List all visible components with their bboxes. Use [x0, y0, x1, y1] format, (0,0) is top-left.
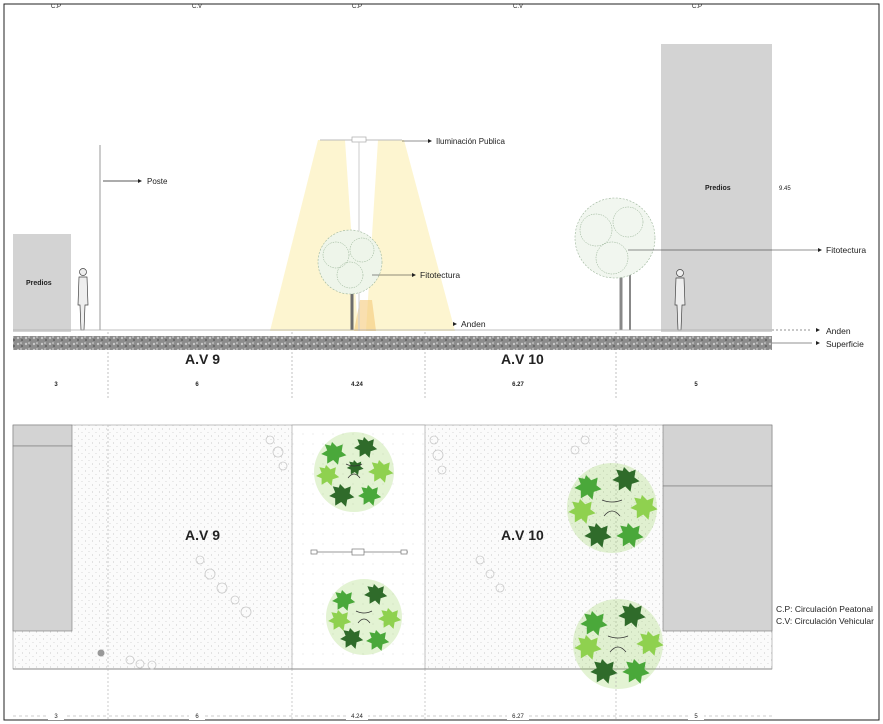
- pebble-trails: [125, 435, 590, 670]
- plan-dim-2: 6: [195, 714, 199, 720]
- building-left: [13, 234, 71, 332]
- plan-view: A.V 9 A.V 10 3 6 4.24 6.27 5: [12, 424, 773, 720]
- anden-right-label: Anden: [826, 326, 851, 336]
- superficie-label: Superficie: [826, 339, 864, 349]
- plan-tree-right-top: [567, 463, 658, 553]
- lamp-plan: [310, 548, 408, 556]
- top-tick-cp-1: C.P: [51, 4, 61, 10]
- section-dim-4: 6.27: [512, 382, 524, 388]
- right-tree-section: [574, 197, 656, 330]
- poste-label: Poste: [147, 177, 168, 186]
- plan-building-right: [662, 485, 773, 632]
- ground-surface: [13, 336, 772, 350]
- section-elevation: Predios Poste Iluminación Publica: [13, 44, 866, 398]
- top-tick-cp-3: C.P: [692, 4, 702, 10]
- plan-tree-median-bottom: [326, 579, 402, 655]
- plan-dim-1: 3: [54, 714, 58, 720]
- section-dividers: [107, 332, 617, 398]
- top-tick-labels: C.P C.V C.P C.V C.P: [51, 4, 702, 10]
- light-cone-right: [366, 140, 455, 331]
- iluminacion-label: Iluminación Publica: [436, 137, 505, 146]
- height-value: 9.45: [779, 186, 791, 192]
- plan-dim-5: 5: [694, 714, 698, 720]
- legend: C.P: Circulación Peatonal C.V: Circulaci…: [776, 604, 874, 626]
- section-dim-5: 5: [694, 382, 698, 388]
- predios-left-label: Predios: [26, 280, 52, 287]
- person-left-figure: [77, 268, 89, 331]
- plan-road-left-label: A.V 9: [185, 527, 220, 543]
- top-tick-cp-2: C.P: [352, 4, 362, 10]
- section-dim-3: 4.24: [351, 382, 363, 388]
- plan-dim-3: 4.24: [351, 714, 363, 720]
- section-dim-2: 6: [195, 382, 199, 388]
- legend-cv: C.V: Circulación Vehicular: [776, 616, 874, 626]
- plan-tree-median-top: [314, 432, 394, 512]
- center-tree-section: [317, 229, 383, 330]
- plan-building-left-top: [12, 424, 73, 447]
- person-right-figure: [674, 269, 686, 331]
- section-road-left-label: A.V 9: [185, 351, 220, 367]
- predios-right-label: Predios: [705, 185, 731, 192]
- fitotectura-center-label: Fitotectura: [420, 270, 460, 280]
- top-tick-cv-1: C.V: [192, 4, 202, 10]
- section-road-right-label: A.V 10: [501, 351, 544, 367]
- pole-plan-marker: [97, 649, 105, 657]
- anden-center-label: Anden: [461, 319, 486, 329]
- lamp-head: [351, 136, 367, 143]
- top-tick-cv-2: C.V: [513, 4, 523, 10]
- plan-building-right-top: [662, 424, 773, 487]
- plan-median: [291, 424, 426, 670]
- fitotectura-right-label: Fitotectura: [826, 245, 866, 255]
- section-dim-1: 3: [54, 382, 58, 388]
- plan-building-left: [12, 445, 73, 632]
- plan-dim-4: 6.27: [512, 714, 524, 720]
- plan-tree-right-bottom: [573, 599, 664, 689]
- plan-road-right-label: A.V 10: [501, 527, 544, 543]
- legend-cp: C.P: Circulación Peatonal: [776, 604, 873, 614]
- drawing-frame: [3, 3, 880, 721]
